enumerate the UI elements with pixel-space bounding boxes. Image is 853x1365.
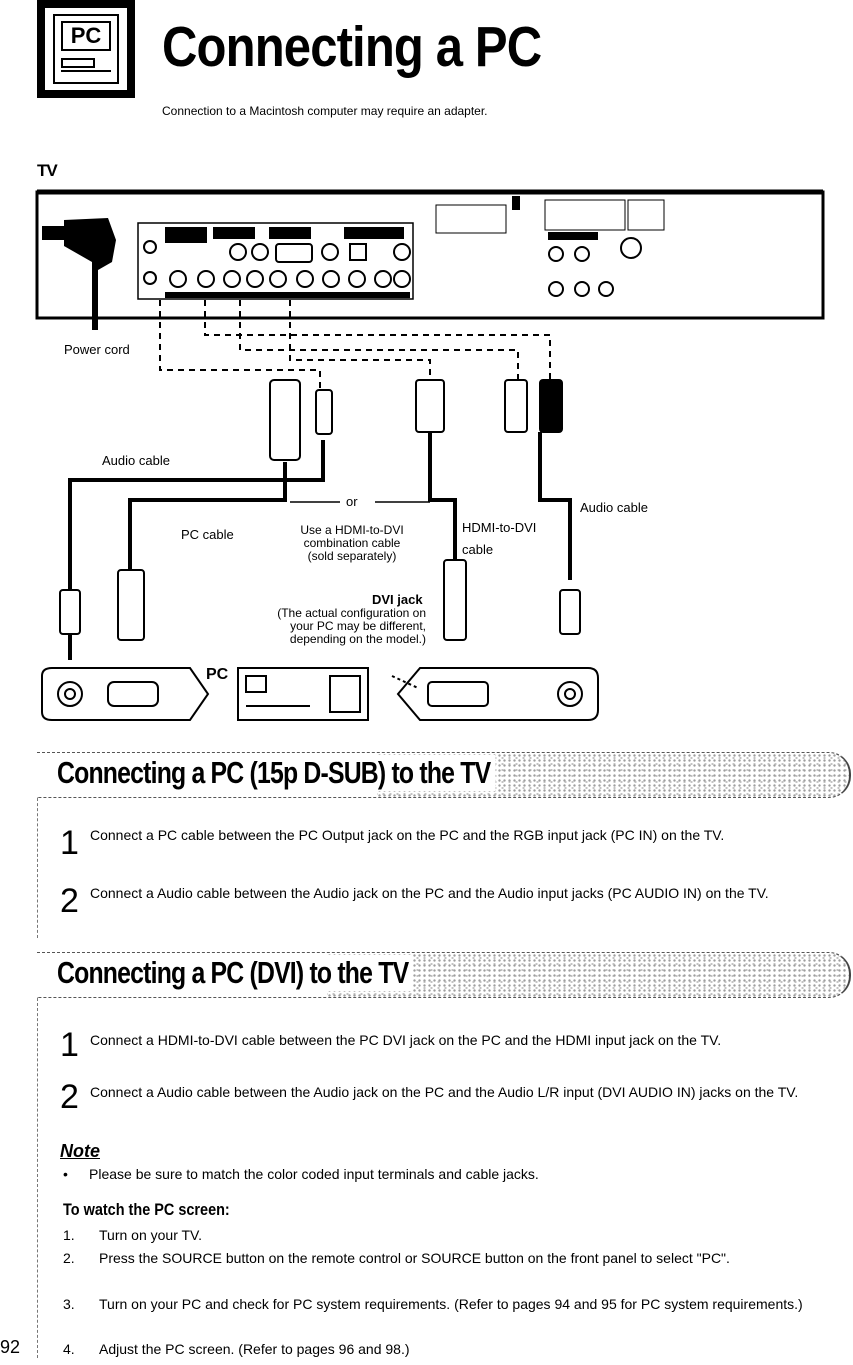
section-rule	[37, 998, 38, 1358]
watch-heading: To watch the PC screen:	[63, 1200, 230, 1219]
dvi-jack-note: (The actual configuration on your PC may…	[277, 606, 426, 646]
step-text: Connect a Audio cable between the Audio …	[90, 885, 769, 901]
hdmi-dvi-combo-label: Use a HDMI-to-DVI combination cable (sol…	[300, 523, 404, 563]
step-number: 2	[60, 1078, 79, 1116]
page-number: 92	[0, 1337, 21, 1357]
section-header-dsub: Connecting a PC (15p D-SUB) to the TV	[37, 752, 851, 798]
connector-plugs	[59, 379, 581, 641]
list-item: 3.Turn on your PC and check for PC syste…	[63, 1296, 803, 1312]
section-title-dsub: Connecting a PC (15p D-SUB) to the TV	[57, 755, 496, 791]
subtitle: Connection to a Macintosh computer may r…	[162, 104, 488, 118]
hdmi-dvi-cable-label: HDMI-to-DVI cable	[462, 520, 537, 557]
step-text: Connect a PC cable between the PC Output…	[90, 827, 725, 843]
pc-right-panel	[396, 667, 599, 721]
list-item: 1.Turn on your TV.	[63, 1227, 202, 1243]
step-text: Connect a Audio cable between the Audio …	[90, 1084, 799, 1100]
pc-tower-icon	[237, 667, 369, 721]
pc-cable-label: PC cable	[181, 527, 234, 542]
dashed-guides	[159, 300, 551, 390]
power-cord-label: Power cord	[64, 342, 130, 357]
section-rule	[37, 798, 38, 938]
step-number: 1	[60, 824, 79, 862]
tv-input-jacks	[137, 196, 665, 300]
connection-diagram	[35, 189, 825, 721]
step-text: Connect a HDMI-to-DVI cable between the …	[90, 1032, 722, 1048]
page-title: Connecting a PC	[162, 15, 542, 79]
power-plug-icon	[42, 218, 116, 330]
step-number: 2	[60, 882, 79, 920]
pc-left-panel	[41, 667, 210, 721]
step-number: 1	[60, 1026, 79, 1064]
list-item: 4.Adjust the PC screen. (Refer to pages …	[63, 1341, 410, 1357]
list-item: 2.Press the SOURCE button on the remote …	[63, 1250, 730, 1266]
or-label: or	[346, 494, 358, 509]
pc-icon-text: PC	[70, 23, 102, 48]
dvi-jack-title: DVI jack	[372, 592, 423, 607]
note-heading: Note	[60, 1141, 100, 1161]
tv-label: TV	[37, 161, 58, 180]
pc-icon: PC	[37, 0, 135, 98]
section-header-dvi: Connecting a PC (DVI) to the TV	[37, 952, 851, 998]
pc-label: PC	[206, 666, 229, 683]
audio-cable-right-label: Audio cable	[580, 500, 648, 515]
section-title-dvi: Connecting a PC (DVI) to the TV	[57, 955, 414, 991]
note-bullet: •Please be sure to match the color coded…	[63, 1166, 539, 1182]
audio-cable-left-label: Audio cable	[102, 453, 170, 468]
